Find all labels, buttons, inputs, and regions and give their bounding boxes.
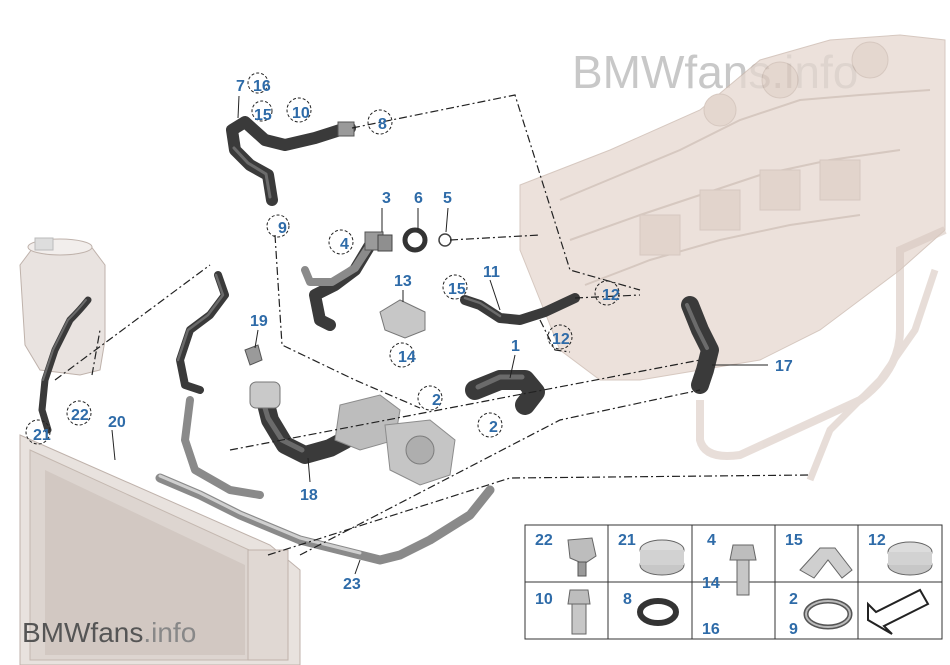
legend-15: 15 — [785, 532, 803, 549]
legend-12: 12 — [868, 532, 886, 549]
seal-ring-8-icon — [637, 598, 679, 626]
legend-10: 10 — [535, 591, 553, 608]
hose-11 — [460, 293, 580, 325]
hose-clamp-12-icon — [887, 541, 933, 576]
hose-21 — [38, 296, 92, 434]
callout-1: 1 — [511, 338, 520, 355]
pipe-left-wavy — [176, 271, 229, 394]
callout-22: 22 — [71, 407, 89, 424]
callout-5: 5 — [443, 190, 452, 207]
callout-6: 6 — [414, 190, 423, 207]
callout-7: 7 — [236, 78, 245, 95]
callout-19: 19 — [250, 313, 268, 330]
legend-16: 16 — [702, 621, 720, 638]
callout-4: 4 — [340, 236, 349, 253]
leader-lines — [111, 95, 768, 575]
pipe-23 — [155, 396, 495, 565]
legend-2: 2 — [789, 591, 798, 608]
callout-20: 20 — [108, 414, 126, 431]
callout-11: 11 — [483, 264, 500, 281]
callout-14: 14 — [398, 349, 416, 366]
expansion-tank — [19, 237, 106, 376]
watermark-bottom: BMWfans.info — [22, 617, 196, 648]
hose-17 — [681, 296, 719, 394]
legend-14: 14 — [702, 575, 720, 592]
sensor-19 — [244, 344, 263, 366]
bolt-10-icon — [567, 589, 591, 635]
direction-arrow-icon — [867, 588, 930, 635]
callout-18: 18 — [300, 487, 318, 504]
bolt-4-icon — [729, 544, 757, 596]
callout-2-top: 2 — [432, 392, 441, 409]
callout-12-mid: 12 — [552, 331, 570, 348]
legend-4: 4 — [707, 532, 716, 549]
callout-15-mid: 15 — [448, 281, 466, 298]
engine-block — [519, 34, 946, 381]
callout-17: 17 — [775, 358, 793, 375]
legend-8: 8 — [623, 591, 632, 608]
callout-21: 21 — [33, 427, 51, 444]
legend-21: 21 — [618, 532, 636, 549]
callout-2-bottom: 2 — [489, 419, 498, 436]
hose-18 — [249, 381, 354, 464]
legend-9: 9 — [789, 621, 798, 638]
callout-16: 16 — [253, 78, 271, 95]
callout-23: 23 — [343, 576, 361, 593]
callout-13: 13 — [394, 273, 412, 290]
bracket-13 — [379, 299, 426, 339]
clip-15-icon — [799, 547, 853, 579]
legend-22: 22 — [535, 532, 553, 549]
callout-numbers: 7 16 15 10 8 9 3 6 5 4 13 11 15 12 19 14… — [33, 78, 793, 593]
hose-1 — [465, 370, 545, 415]
hose-clamp-2-icon — [803, 598, 853, 630]
parts-3-6-5 — [377, 227, 452, 253]
callout-3: 3 — [382, 190, 391, 207]
callout-15-top: 15 — [254, 107, 272, 124]
callout-8: 8 — [378, 116, 387, 133]
thermostat-housing — [334, 394, 456, 486]
hose-7 — [226, 116, 356, 206]
hose-clamp-21-icon — [639, 539, 685, 576]
radiator — [19, 434, 301, 665]
assembly-lines — [54, 94, 811, 556]
engine-side-pipes — [696, 226, 947, 482]
callout-9: 9 — [278, 220, 287, 237]
parts-legend: 22 21 4 14 15 12 10 — [524, 524, 943, 640]
callout-rings — [25, 72, 620, 445]
callout-10: 10 — [292, 105, 310, 122]
clip-22-icon — [567, 537, 597, 577]
callout-12-top: 12 — [602, 287, 620, 304]
